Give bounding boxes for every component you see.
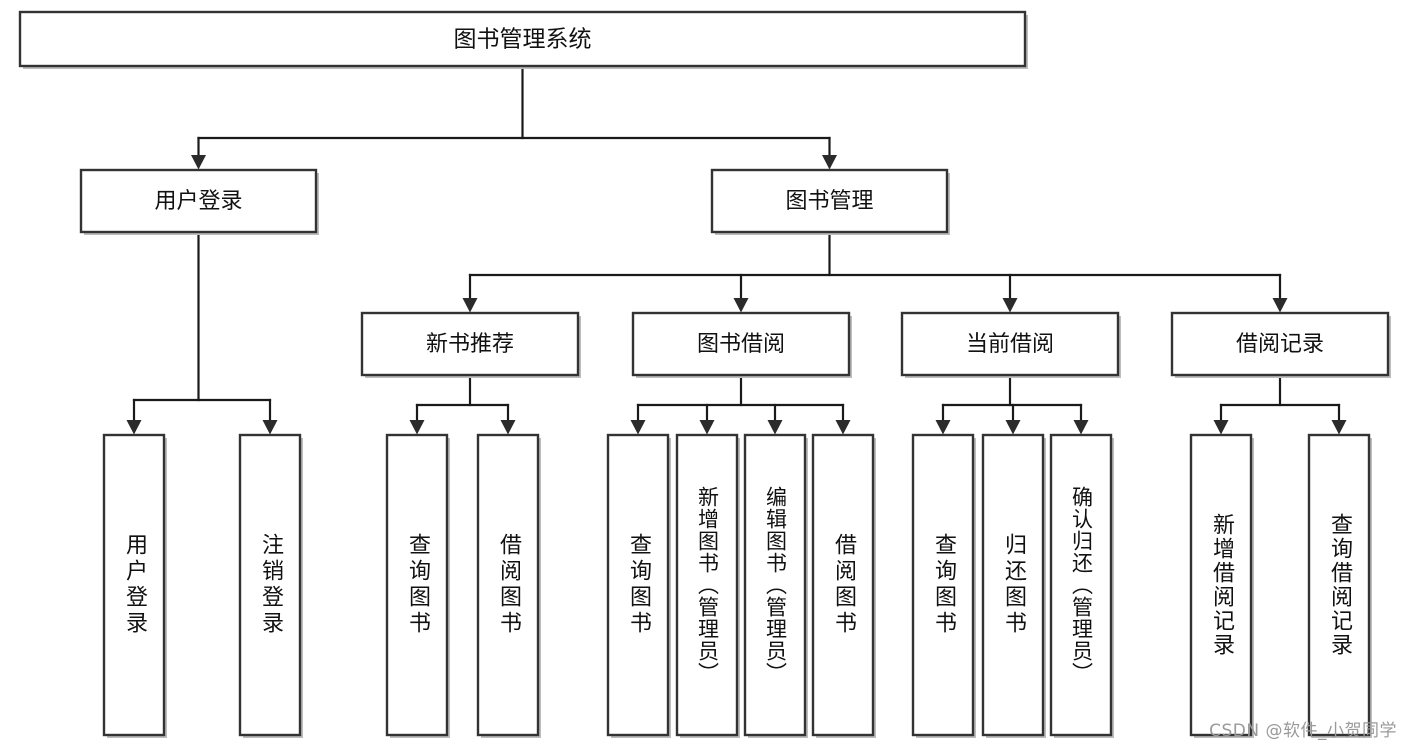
arrow-head-icon (462, 298, 478, 313)
arrow-head-icon (500, 420, 516, 435)
node-rect[interactable] (476, 433, 540, 737)
node-rect[interactable] (675, 433, 739, 737)
node-label: 图书管理系统 (454, 27, 592, 53)
node-rect[interactable] (18, 10, 1027, 68)
node-rect[interactable] (1170, 311, 1390, 377)
arrow-head-icon (733, 298, 749, 313)
node-label: 用户登录 (154, 189, 242, 214)
node-rect[interactable] (360, 311, 580, 377)
node-label: 图书管理 (785, 189, 873, 214)
connector-borrow-record (1213, 373, 1347, 435)
node-rect[interactable] (606, 433, 670, 737)
node-user-login[interactable]: 用户登录 (79, 168, 319, 235)
node-book-borrow[interactable]: 图书借阅 (631, 311, 852, 378)
arrow-head-icon (409, 420, 425, 435)
node-leaf-borrow-book-1[interactable] (476, 433, 541, 738)
connector-new-book-rec (409, 373, 516, 435)
node-rect[interactable] (743, 433, 807, 737)
node-rect[interactable] (710, 168, 949, 234)
node-leaf-logout[interactable] (238, 433, 303, 738)
node-leaf-add-book[interactable] (675, 433, 740, 738)
node-leaf-add-record[interactable] (1189, 433, 1254, 738)
node-leaf-query-record[interactable] (1307, 433, 1372, 738)
node-leaf-confirm-return[interactable] (1049, 433, 1114, 738)
connector-root (191, 64, 837, 170)
arrow-head-icon (1272, 298, 1288, 313)
node-leaf-user-login[interactable] (102, 433, 167, 738)
node-leaf-query-book-2[interactable] (606, 433, 671, 738)
arrow-head-icon (822, 155, 837, 170)
connector-book-borrow (630, 373, 851, 435)
arrow-head-icon (126, 420, 142, 435)
node-label: 当前借阅 (966, 332, 1054, 357)
node-rect[interactable] (1189, 433, 1253, 737)
arrow-head-icon (935, 420, 951, 435)
arrow-head-icon (835, 420, 851, 435)
node-rect[interactable] (911, 433, 975, 737)
arrow-head-icon (699, 420, 715, 435)
node-rect[interactable] (900, 311, 1120, 377)
arrow-head-icon (1073, 420, 1089, 435)
node-leaf-borrow-book-2[interactable] (811, 433, 876, 738)
node-root[interactable]: 图书管理系统 (18, 10, 1028, 69)
node-rect[interactable] (981, 433, 1045, 737)
node-new-book-rec[interactable]: 新书推荐 (360, 311, 581, 378)
node-current-borrow[interactable]: 当前借阅 (900, 311, 1121, 378)
node-book-manage[interactable]: 图书管理 (710, 168, 950, 235)
node-leaf-query-book-1[interactable] (385, 433, 450, 738)
arrow-head-icon (1213, 420, 1229, 435)
connector-current-borrow (935, 373, 1089, 435)
connector-user-login (126, 230, 278, 435)
node-label: 新书推荐 (426, 332, 514, 357)
node-leaf-return-book[interactable] (981, 433, 1046, 738)
node-rect[interactable] (102, 433, 166, 737)
node-rect[interactable] (79, 168, 318, 234)
node-rect[interactable] (385, 433, 449, 737)
arrow-head-icon (262, 420, 278, 435)
node-label: 图书借阅 (697, 332, 785, 357)
node-leaf-query-book-3[interactable] (911, 433, 976, 738)
arrow-head-icon (630, 420, 646, 435)
connector-book-manage (462, 230, 1288, 313)
node-rect[interactable] (1307, 433, 1371, 737)
arrow-head-icon (1331, 420, 1347, 435)
node-rect[interactable] (238, 433, 302, 737)
arrow-head-icon (1005, 420, 1021, 435)
node-rect[interactable] (1049, 433, 1113, 737)
node-label: 借阅记录 (1236, 332, 1324, 357)
node-rect[interactable] (811, 433, 875, 737)
node-rect[interactable] (631, 311, 851, 377)
connector-layer (126, 64, 1347, 435)
arrow-head-icon (191, 155, 206, 170)
node-leaf-edit-book[interactable] (743, 433, 808, 738)
node-borrow-record[interactable]: 借阅记录 (1170, 311, 1391, 378)
arrow-head-icon (1002, 298, 1018, 313)
watermark-text: CSDN @软件_小贺同学 (1209, 721, 1397, 741)
arrow-head-icon (767, 420, 783, 435)
